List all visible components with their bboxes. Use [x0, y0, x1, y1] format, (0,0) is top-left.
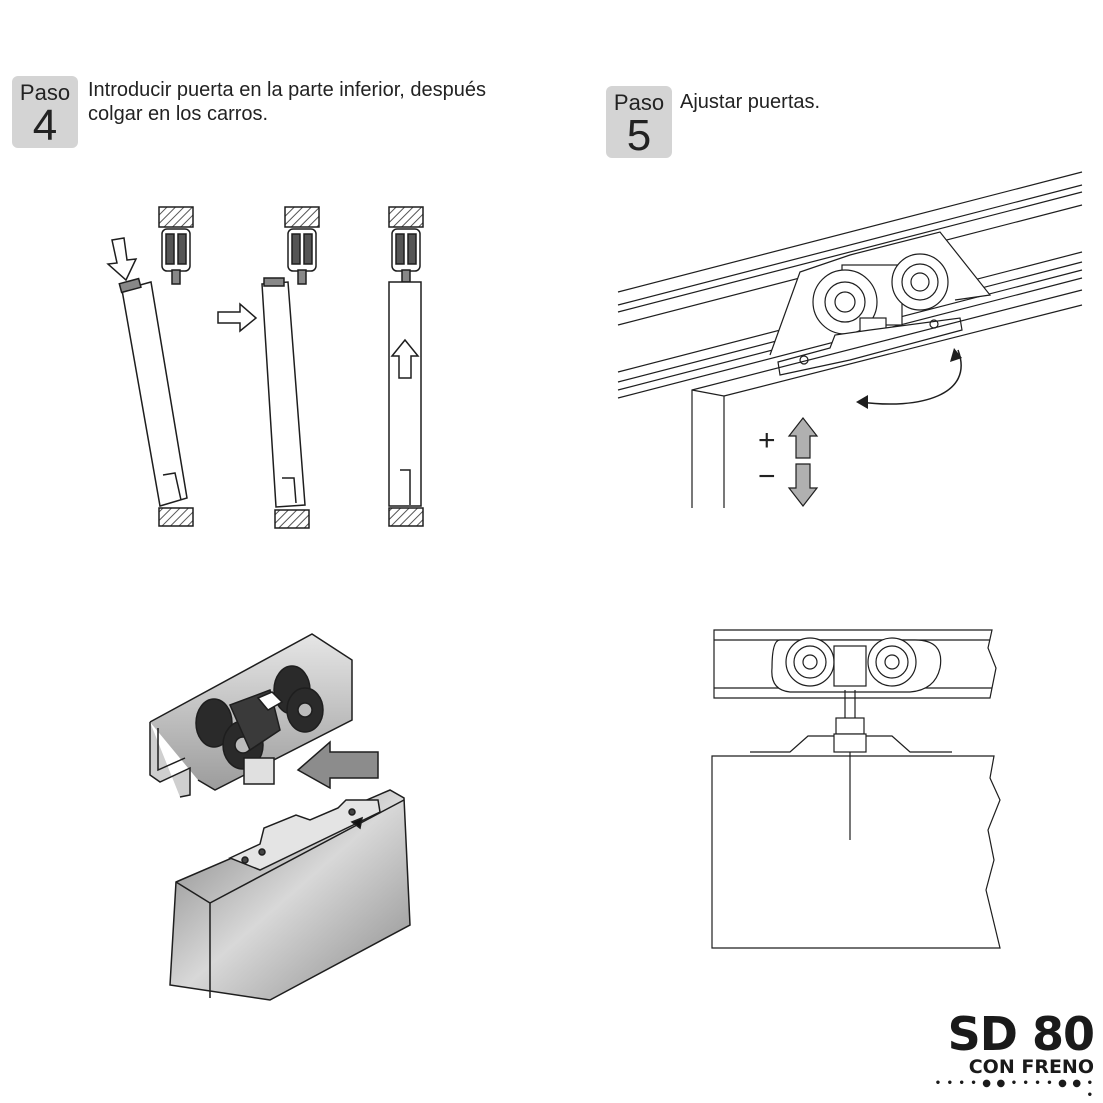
step-4-label: Paso: [19, 80, 71, 105]
brand-subtitle: CON FRENO: [968, 1056, 1094, 1078]
step-5-instruction: Ajustar puertas.: [680, 91, 821, 113]
door-insert-diagram-1: [106, 206, 194, 527]
step-4-badge: Paso 4: [12, 76, 78, 148]
adjustment-perspective-illustration: [617, 171, 1083, 508]
brand-model: SD 80: [947, 1007, 1095, 1061]
door-insert-diagram-3: [388, 206, 424, 527]
front-elevation-illustration: [711, 629, 1001, 949]
step-4-number: 4: [32, 101, 58, 150]
height-adjust-arrows: [787, 417, 819, 507]
brand-dots: • • • • ● ● • • • • ● ● • •: [934, 1078, 1094, 1101]
adjust-minus-label: −: [758, 460, 776, 493]
brand-logo: SD 80 CON FRENO • • • • ● ● • • • • ● ● …: [934, 1007, 1095, 1102]
step-5-badge: Paso 5: [606, 86, 672, 158]
door-insert-diagram-2: [217, 206, 320, 529]
step-4-instruction-line-1: Introducir puerta en la parte inferior, …: [88, 79, 487, 101]
carriage-hanging-illustration: [149, 633, 411, 1001]
step-5-number: 5: [626, 111, 652, 160]
step-5-label: Paso: [613, 90, 665, 115]
adjust-plus-label: +: [758, 424, 776, 457]
step-4-instruction-line-2: colgar en los carros.: [88, 103, 269, 125]
step-4-instruction: Introducir puerta en la parte inferior, …: [88, 78, 486, 126]
